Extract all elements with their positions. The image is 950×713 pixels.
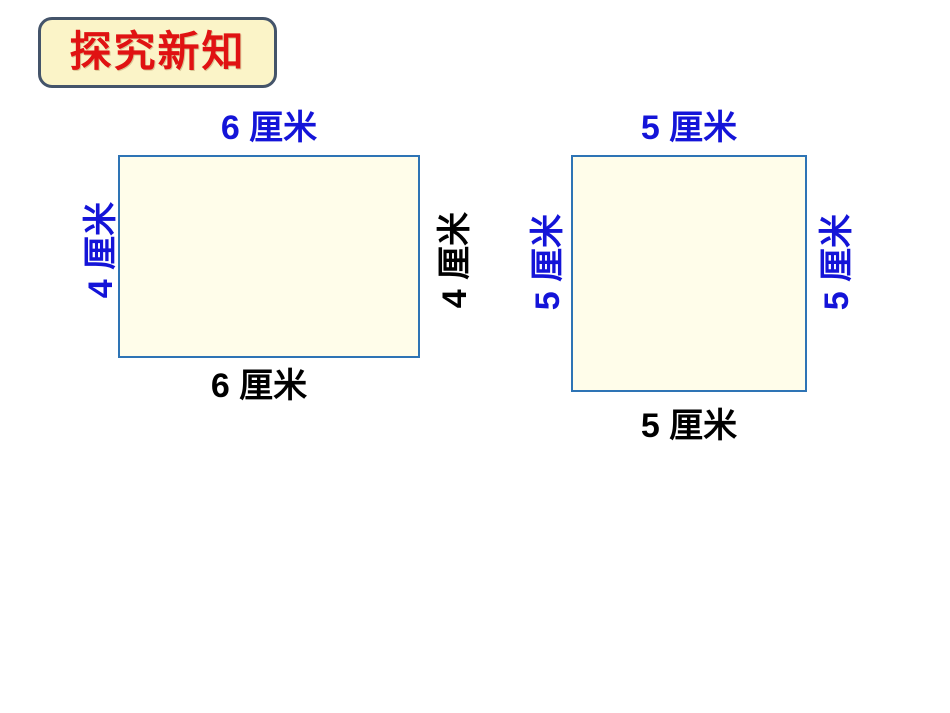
title-badge: 探究新知 bbox=[38, 17, 277, 88]
page-title: 探究新知 bbox=[69, 29, 246, 76]
rectangle-right-dimension-label: 4 厘米 bbox=[436, 211, 474, 309]
square-right-dimension-label: 5 厘米 bbox=[818, 213, 856, 311]
rectangle-shape bbox=[118, 155, 420, 358]
square-top-dimension-label: 5 厘米 bbox=[640, 109, 738, 147]
rectangle-left-dimension-label: 4 厘米 bbox=[82, 201, 120, 299]
square-shape bbox=[571, 155, 807, 392]
rectangle-top-dimension-label: 6 厘米 bbox=[220, 109, 318, 147]
square-left-dimension-label: 5 厘米 bbox=[529, 213, 567, 311]
rectangle-bottom-dimension-label: 6 厘米 bbox=[210, 367, 308, 405]
square-bottom-dimension-label: 5 厘米 bbox=[640, 407, 738, 445]
